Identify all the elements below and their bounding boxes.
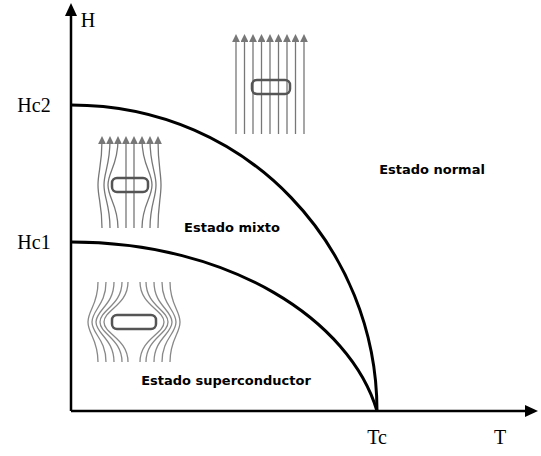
field-lines-meissner bbox=[88, 282, 180, 362]
region-label: Estado mixto bbox=[184, 221, 280, 236]
axis-arrow bbox=[65, 3, 77, 16]
axis-arrow bbox=[525, 405, 538, 417]
temperature-label: Tc bbox=[367, 426, 387, 449]
sample bbox=[252, 80, 290, 94]
axis-label: H bbox=[81, 9, 95, 32]
field-lines-mixed bbox=[98, 140, 161, 228]
hc1-curve bbox=[71, 242, 377, 411]
region-label: Estado normal bbox=[379, 163, 485, 178]
critical-field-label: Hc1 bbox=[17, 231, 50, 254]
axis-label: T bbox=[494, 426, 506, 449]
axes bbox=[71, 12, 528, 411]
field-lines-normal bbox=[236, 38, 304, 134]
hc2-curve bbox=[71, 105, 377, 411]
sample bbox=[112, 315, 156, 329]
region-label: Estado superconductor bbox=[141, 374, 311, 389]
sample bbox=[112, 178, 148, 192]
critical-field-label: Hc2 bbox=[17, 94, 50, 117]
